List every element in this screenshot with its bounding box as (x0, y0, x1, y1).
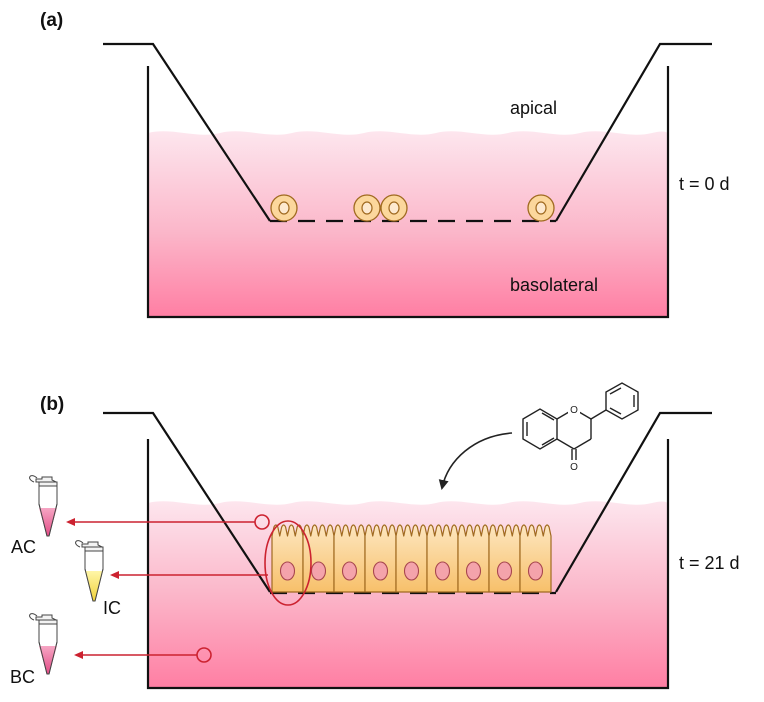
compound-addition-arrow (438, 432, 513, 490)
epithelial-cell (519, 524, 552, 593)
epithelial-cell (395, 524, 428, 593)
panel-a: (a) apical basolateral t = 0 d (40, 10, 730, 319)
epithelial-cell (271, 524, 304, 593)
panel-b: (b) AC (10, 382, 740, 690)
highlighted-cell-outline (264, 520, 312, 606)
compound-structure (522, 382, 639, 460)
tube-ac-label: AC (11, 537, 36, 557)
epithelial-cell (426, 524, 459, 593)
apical-label: apical (510, 98, 557, 118)
tube-ic-liquid (85, 571, 103, 601)
tube-ac (29, 475, 58, 537)
panel-a-time-label: t = 0 d (679, 174, 730, 194)
epithelial-cell (364, 524, 397, 593)
panel-b-label: (b) (40, 394, 64, 415)
tube-ic (75, 540, 104, 602)
ring-oxygen-mask (568, 403, 580, 414)
carbonyl-oxygen-label: O (570, 462, 578, 473)
panel-a-medium (148, 131, 668, 317)
ring-oxygen-label: O (570, 405, 578, 416)
panel-b-well-wall (146, 439, 670, 690)
panel-b-insert-right (555, 411, 712, 593)
seeded-cell (270, 194, 298, 222)
panel-a-seeded-cells (270, 194, 555, 222)
tube-bc (29, 613, 58, 675)
tube-ic-label: IC (103, 598, 121, 618)
epithelial-cell (457, 524, 490, 593)
tube-bc-liquid (39, 646, 57, 674)
seeded-cell (380, 194, 408, 222)
panel-b-time-label: t = 21 d (679, 553, 740, 573)
epithelial-cell (488, 524, 521, 593)
epithelial-cell (302, 524, 335, 593)
panel-a-insert-left (103, 42, 271, 222)
epithelial-cell (333, 524, 366, 593)
seeded-cell (527, 194, 555, 222)
panel-a-label: (a) (40, 10, 63, 31)
panel-b-insert-left (103, 411, 271, 593)
tube-bc-label: BC (10, 667, 35, 687)
panel-b-cell-monolayer (271, 524, 552, 593)
basolateral-label: basolateral (510, 275, 598, 295)
tube-ac-liquid (39, 508, 57, 536)
panel-a-well-wall (146, 66, 670, 319)
seeded-cell (353, 194, 381, 222)
panel-a-insert-right (555, 42, 712, 222)
